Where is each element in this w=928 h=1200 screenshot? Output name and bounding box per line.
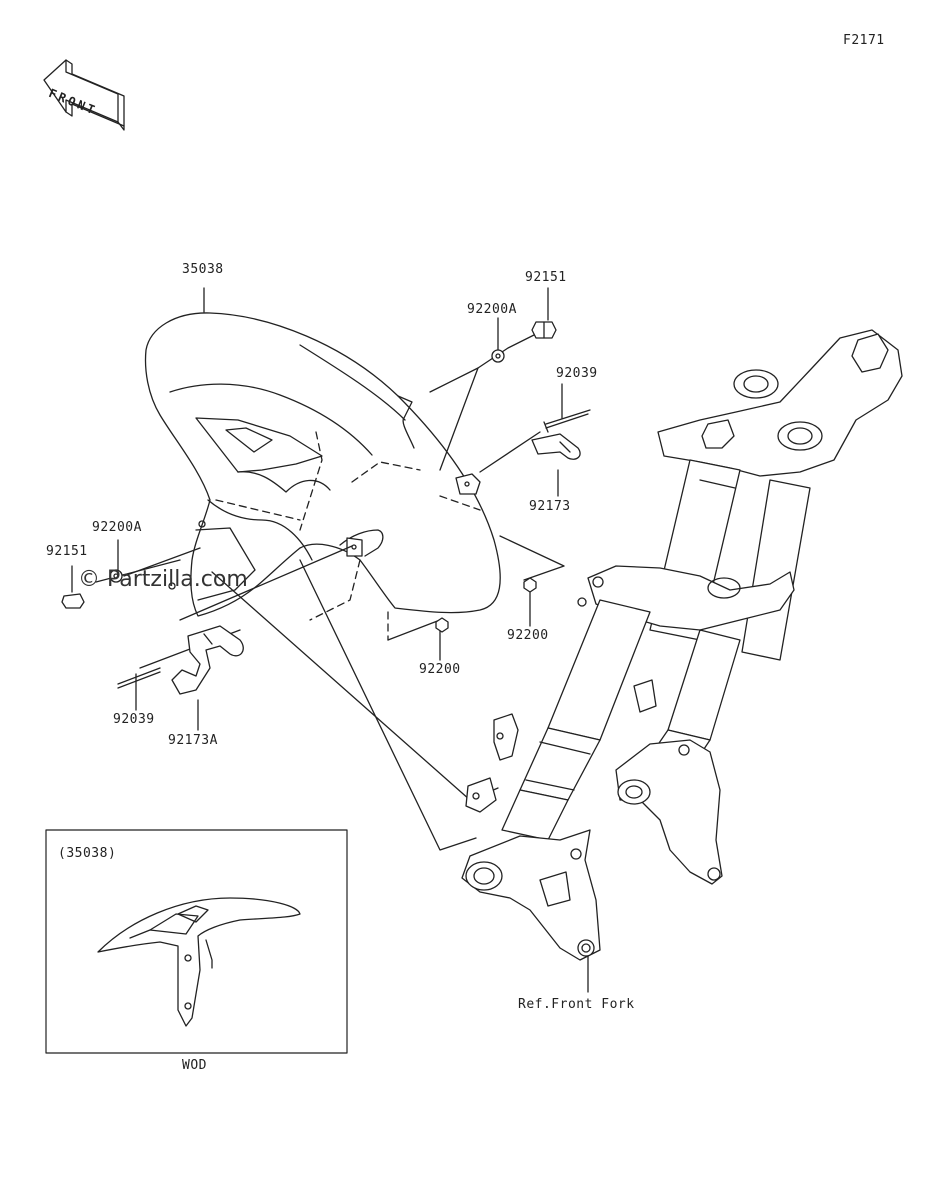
bolt-left-part	[61, 593, 85, 609]
inset-fender-part	[97, 897, 301, 1027]
label-92200-center[interactable]: 92200	[419, 662, 461, 677]
inset-caption: WOD	[182, 1058, 207, 1073]
label-ref-front-fork[interactable]: Ref.Front Fork	[518, 997, 635, 1012]
inset-title: (35038)	[58, 846, 117, 861]
front-fork-assembly	[461, 329, 903, 961]
nut-right-part	[523, 577, 537, 593]
label-92200a-left[interactable]: 92200A	[92, 520, 142, 535]
nut-center-part	[435, 617, 449, 633]
hidden-edge-lines	[215, 431, 481, 641]
label-92173a[interactable]: 92173A	[168, 733, 218, 748]
figure-code: F2171	[843, 33, 885, 48]
label-92200a-upper[interactable]: 92200A	[467, 302, 517, 317]
label-92173[interactable]: 92173	[529, 499, 571, 514]
washer-left-part	[109, 569, 123, 583]
label-92039-lower[interactable]: 92039	[113, 712, 155, 727]
washer-upper-part	[491, 349, 505, 363]
front-fender-part	[144, 312, 501, 617]
screw-upper-part	[543, 409, 591, 433]
label-92200-right[interactable]: 92200	[507, 628, 549, 643]
label-92151-left[interactable]: 92151	[46, 544, 88, 559]
watermark: © Partzilla.com	[78, 567, 248, 592]
clamp-upper-part	[531, 433, 581, 460]
label-35038[interactable]: 35038	[182, 262, 224, 277]
label-92151-upper[interactable]: 92151	[525, 270, 567, 285]
bolt-upper-part	[531, 321, 557, 339]
screw-lower-part	[117, 667, 161, 689]
clamp-lower-part	[171, 625, 244, 695]
front-arrow-icon	[43, 59, 125, 131]
label-92039-upper[interactable]: 92039	[556, 366, 598, 381]
inset-box	[45, 829, 348, 1054]
